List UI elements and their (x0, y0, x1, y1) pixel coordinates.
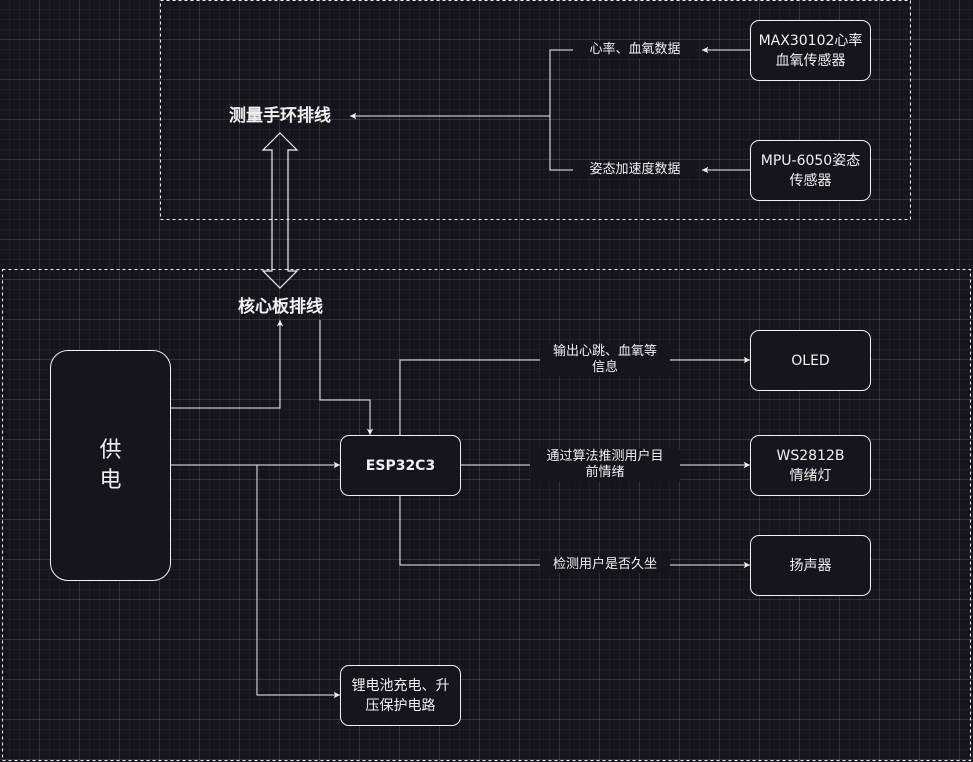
oled-node[interactable]: OLED (750, 330, 871, 391)
output-info-label: 输出心跳、血氧等 信息 (540, 344, 670, 376)
core-cable-to-esp-line (319, 320, 374, 435)
power-to-battery-line (256, 465, 340, 699)
max30102-sensor-node[interactable]: MAX30102心率 血氧传感器 (750, 20, 871, 81)
core-board-cable-node[interactable]: 核心板排线 (238, 297, 323, 317)
core-board-group (2, 269, 971, 761)
ws2812b-node[interactable]: WS2812B 情绪灯 (750, 435, 871, 496)
infer-emotion-label: 通过算法推测用户目 前情绪 (530, 449, 680, 481)
heart-rate-spo2-data-label: 心率、血氧数据 (575, 42, 695, 58)
speaker-node[interactable]: 扬声器 (750, 535, 871, 596)
power-to-core-cable-line (171, 320, 284, 409)
battery-circuit-node[interactable]: 锂电池充电、升 压保护电路 (340, 665, 461, 726)
esp-to-speaker-line (399, 495, 750, 569)
sensor-merge-line (549, 49, 573, 171)
attitude-accel-data-label: 姿态加速度数据 (575, 162, 695, 178)
power-supply-node[interactable]: 供 电 (50, 350, 171, 581)
wristband-group (160, 0, 911, 220)
mpu6050-sensor-node[interactable]: MPU-6050姿态 传感器 (750, 140, 871, 201)
wristband-cable-node[interactable]: 测量手环排线 (229, 106, 331, 126)
cable-link-double-arrow (261, 132, 299, 289)
esp32c3-node[interactable]: ESP32C3 (340, 435, 461, 496)
detect-sitting-label: 检测用户是否久坐 (540, 557, 670, 573)
